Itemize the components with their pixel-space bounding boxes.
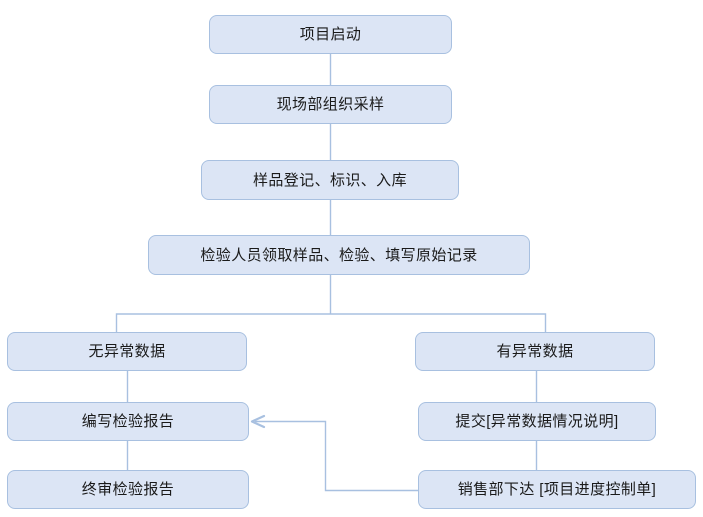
node-start-label: 项目启动 bbox=[299, 26, 362, 43]
node-has-anomaly[interactable]: 有异常数据 bbox=[415, 332, 655, 371]
node-no-anomaly-label: 无异常数据 bbox=[88, 343, 166, 360]
node-no-anomaly[interactable]: 无异常数据 bbox=[7, 332, 247, 371]
node-sampling-label: 现场部组织采样 bbox=[276, 96, 385, 113]
node-sales-order[interactable]: 销售部下达 [项目进度控制单] bbox=[418, 470, 696, 509]
node-final-report-label: 终审检验报告 bbox=[81, 481, 175, 498]
node-submit-anomaly[interactable]: 提交[异常数据情况说明] bbox=[418, 402, 656, 441]
connector-branch-split bbox=[115, 313, 547, 332]
node-submit-anomaly-label: 提交[异常数据情况说明] bbox=[455, 413, 619, 430]
connector-sales-order-feedback bbox=[255, 420, 418, 492]
node-register[interactable]: 样品登记、标识、入库 bbox=[201, 160, 459, 200]
node-write-report[interactable]: 编写检验报告 bbox=[7, 402, 249, 441]
node-sampling[interactable]: 现场部组织采样 bbox=[209, 85, 452, 124]
node-start[interactable]: 项目启动 bbox=[209, 15, 452, 54]
node-write-report-label: 编写检验报告 bbox=[81, 413, 175, 430]
node-has-anomaly-label: 有异常数据 bbox=[496, 343, 574, 360]
node-register-label: 样品登记、标识、入库 bbox=[252, 171, 407, 189]
node-final-report[interactable]: 终审检验报告 bbox=[7, 470, 249, 509]
node-inspect-label: 检验人员领取样品、检验、填写原始记录 bbox=[200, 246, 478, 264]
node-inspect[interactable]: 检验人员领取样品、检验、填写原始记录 bbox=[148, 235, 530, 275]
feedback-arrowhead-icon bbox=[250, 414, 266, 429]
node-sales-order-label: 销售部下达 [项目进度控制单] bbox=[457, 481, 657, 498]
